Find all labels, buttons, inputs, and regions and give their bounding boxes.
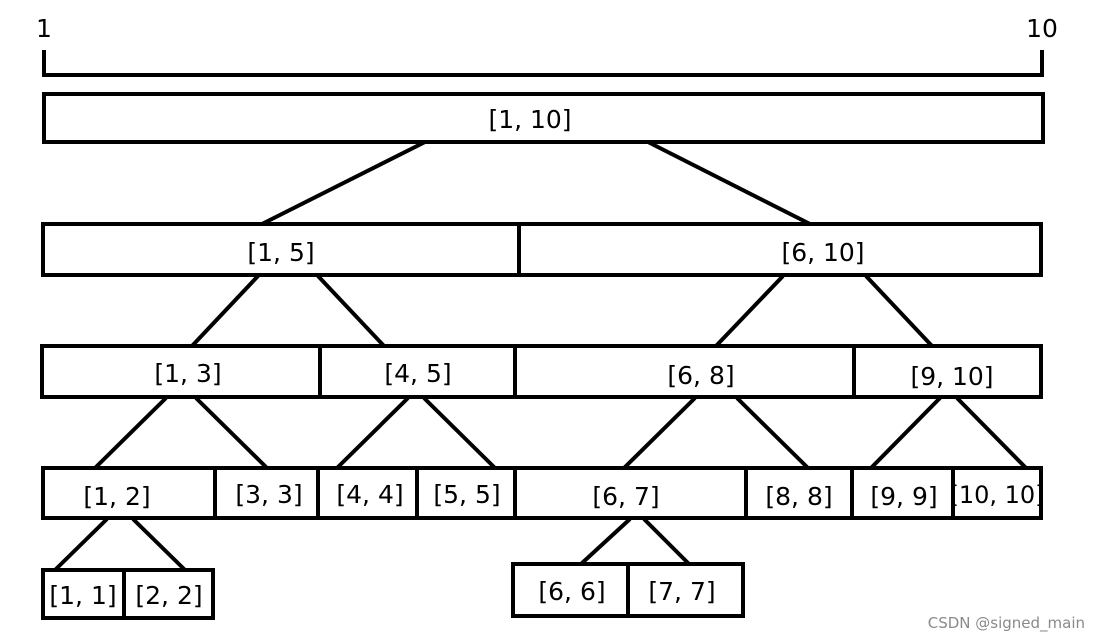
tree-node-1-3: [1, 3] <box>40 344 322 399</box>
edge-1_2-to-1_1 <box>53 517 109 572</box>
tree-node-1-2: [1, 2] <box>41 466 217 520</box>
ruler-end-label: 10 <box>1026 14 1058 43</box>
edge-1_10-to-6_10 <box>647 140 811 226</box>
tree-node-2-2: [2, 2] <box>122 568 215 620</box>
edge-9_10-to-9_9 <box>869 396 942 470</box>
node-label: [3, 3] <box>235 480 302 509</box>
edge-6_7-to-6_6 <box>579 517 632 566</box>
edge-6_10-to-6_8 <box>714 274 785 348</box>
tree-node-8-8: [8, 8] <box>744 466 854 520</box>
tree-edges <box>53 140 1028 572</box>
edge-1_10-to-1_5 <box>261 140 426 226</box>
node-label: [7, 7] <box>648 577 715 606</box>
node-label: [1, 2] <box>83 482 150 511</box>
tree-node-9-10: [9, 10] <box>852 344 1043 399</box>
edge-1_5-to-4_5 <box>316 274 386 348</box>
tree-node-1-5: [1, 5] <box>41 222 521 277</box>
node-label: [6, 8] <box>667 361 734 390</box>
edge-6_7-to-7_7 <box>642 517 691 566</box>
node-label: [6, 7] <box>592 482 659 511</box>
tree-node-5-5: [5, 5] <box>415 466 517 520</box>
node-label: [4, 5] <box>384 359 451 388</box>
tree-node-10-10: [10, 10] <box>949 466 1045 520</box>
tree-node-1-10: [1, 10] <box>42 92 1045 144</box>
edge-4_5-to-5_5 <box>422 396 497 470</box>
node-label: [9, 9] <box>870 482 937 511</box>
edge-9_10-to-10_10 <box>955 396 1028 470</box>
tree-node-9-9: [9, 9] <box>850 466 955 520</box>
node-label: [9, 10] <box>910 362 993 391</box>
tree-node-7-7: [7, 7] <box>626 562 745 618</box>
ruler-bracket <box>42 50 1044 77</box>
tree-node-6-8: [6, 8] <box>513 344 856 399</box>
node-label: [1, 10] <box>488 105 571 134</box>
node-label: [1, 5] <box>247 238 314 267</box>
node-label: [5, 5] <box>433 480 500 509</box>
tree-node-1-1: [1, 1] <box>41 568 126 620</box>
edge-1_3-to-3_3 <box>194 396 269 470</box>
edge-1_2-to-2_2 <box>131 517 187 572</box>
tree-node-6-6: [6, 6] <box>511 562 630 618</box>
node-label: [6, 10] <box>781 238 864 267</box>
edge-1_3-to-1_2 <box>93 396 168 470</box>
node-label: [10, 10] <box>949 481 1044 509</box>
edge-1_5-to-1_3 <box>190 274 260 348</box>
tree-node-6-10: [6, 10] <box>517 222 1043 277</box>
tree-node-6-7: [6, 7] <box>513 466 748 520</box>
tree-node-4-4: [4, 4] <box>316 466 419 520</box>
node-label: [8, 8] <box>765 482 832 511</box>
node-label: [4, 4] <box>336 480 403 509</box>
node-label: [6, 6] <box>538 577 605 606</box>
node-label: [2, 2] <box>135 581 202 610</box>
range-ruler: 1 10 <box>36 14 1058 77</box>
node-label: [1, 1] <box>49 581 116 610</box>
tree-node-3-3: [3, 3] <box>213 466 320 520</box>
tree-node-4-5: [4, 5] <box>318 344 517 399</box>
edge-6_8-to-6_7 <box>622 396 697 470</box>
csdn-watermark: CSDN @signed_main <box>927 614 1085 632</box>
edge-6_8-to-8_8 <box>735 396 810 470</box>
edge-6_10-to-9_10 <box>864 274 934 348</box>
edge-4_5-to-4_4 <box>335 396 410 470</box>
node-label: [1, 3] <box>154 359 221 388</box>
ruler-start-label: 1 <box>36 14 52 43</box>
